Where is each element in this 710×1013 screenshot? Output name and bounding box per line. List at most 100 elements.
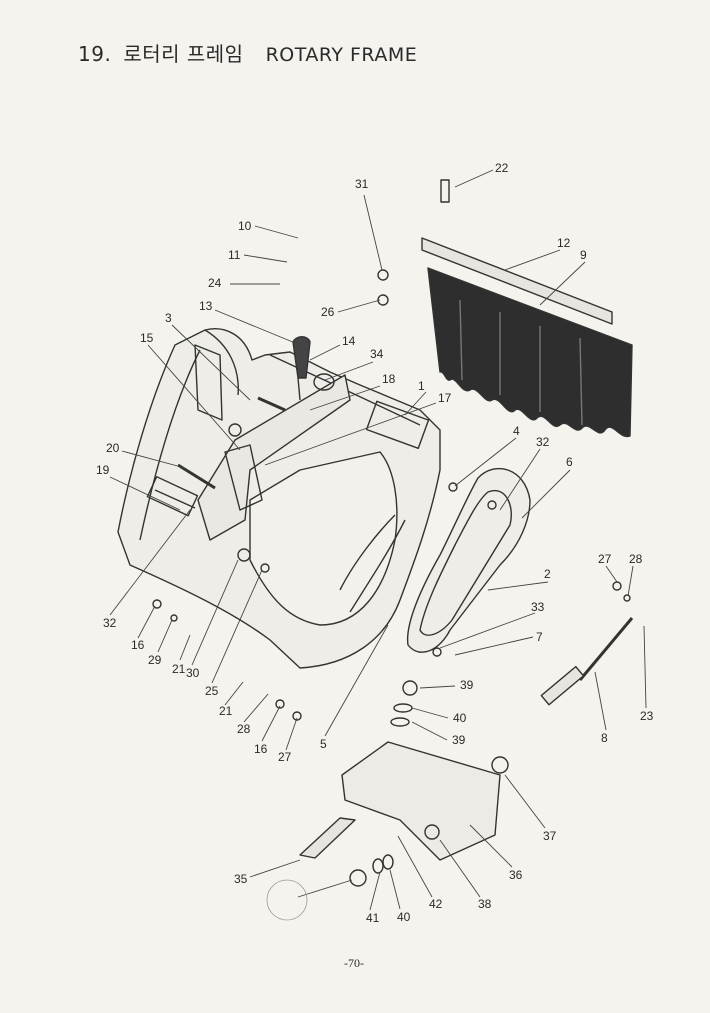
callout-3: 3 — [165, 311, 172, 325]
section-title-korean: 로터리 프레임 — [123, 42, 244, 66]
callout-14: 14 — [342, 334, 356, 348]
callout-labels: 1 2 3 4 5 6 7 8 9 10 11 12 13 14 15 16 1… — [96, 161, 654, 925]
callout-15: 15 — [140, 331, 154, 345]
leader-line — [179, 634, 191, 661]
callout-18: 18 — [382, 372, 396, 386]
leader-line — [499, 448, 541, 511]
rod-part — [540, 617, 634, 706]
leader-line — [243, 693, 269, 723]
leader-line — [254, 225, 299, 239]
section-number: 19. — [78, 42, 112, 66]
leader-line — [454, 636, 534, 656]
leader-line — [363, 194, 383, 271]
leader-line — [627, 565, 634, 597]
callout-27: 27 — [598, 552, 612, 566]
callout-29: 30 — [186, 666, 200, 680]
callout-32-right: 33 — [531, 600, 545, 614]
callout-37: 38 — [478, 897, 492, 911]
leader-line — [121, 450, 186, 469]
callout-2: 2 — [544, 567, 551, 581]
callout-28-lower: 28 — [237, 722, 251, 736]
callout-9: 9 — [580, 248, 587, 262]
leader-line — [214, 309, 301, 346]
hitch-bracket-part — [146, 374, 351, 573]
callout-19: 19 — [96, 463, 110, 477]
leader-line — [249, 859, 301, 878]
callout-20: 20 — [106, 441, 120, 455]
leader-line — [389, 869, 401, 910]
leader-line — [539, 261, 586, 306]
leader-line — [309, 385, 381, 411]
callout-26: 26 — [321, 305, 335, 319]
leader-line — [285, 717, 298, 751]
callout-40: 40 — [453, 711, 467, 725]
leader-line — [504, 249, 561, 271]
lever-part — [292, 336, 335, 401]
callout-1: 1 — [418, 379, 425, 393]
callout-7: 7 — [536, 630, 543, 644]
callout-38: 39 — [460, 678, 474, 692]
callout-4: 4 — [513, 424, 520, 438]
section-title: 19. 로터리 프레임 ROTARY FRAME — [78, 38, 417, 67]
callout-24: 24 — [208, 276, 222, 290]
leader-line — [504, 774, 546, 829]
callout-5: 5 — [320, 737, 327, 751]
leader-line — [369, 871, 381, 911]
callout-39-lower: 40 — [397, 910, 411, 924]
callout-28: 28 — [629, 552, 643, 566]
leader-line — [454, 437, 517, 487]
leader-line — [261, 705, 281, 742]
leader-line — [309, 344, 341, 361]
callout-22: 22 — [495, 161, 509, 175]
callout-12: 12 — [557, 236, 571, 250]
callout-23: 23 — [640, 709, 654, 723]
leader-line — [411, 721, 448, 741]
leader-line — [171, 324, 251, 401]
callout-28-left: 29 — [148, 653, 162, 667]
leader-line — [411, 707, 449, 719]
side-plate-part — [406, 468, 531, 657]
lower-bracket-part — [299, 741, 509, 861]
retainer-strip-part — [421, 237, 613, 325]
callout-13: 13 — [199, 299, 213, 313]
callout-21-lower: 21 — [219, 704, 233, 718]
leader-line — [397, 835, 433, 898]
leader-line — [439, 612, 536, 649]
leader-line — [487, 581, 549, 591]
callout-34: 35 — [234, 872, 248, 886]
leader-line — [454, 169, 494, 188]
leader-line — [264, 402, 437, 466]
section-title-english: ROTARY FRAME — [265, 44, 418, 66]
callout-6: 6 — [566, 455, 573, 469]
callout-36: 37 — [543, 829, 557, 843]
leader-lines — [109, 169, 647, 911]
leader-line — [109, 509, 191, 616]
leader-line — [521, 469, 571, 519]
callout-33: 34 — [370, 347, 384, 361]
leader-line — [191, 559, 239, 666]
leader-line — [297, 879, 353, 898]
leader-line — [324, 624, 389, 737]
leader-line — [605, 565, 618, 583]
callout-35: 36 — [509, 868, 523, 882]
leader-line — [594, 671, 607, 731]
callout-31: 32 — [536, 435, 550, 449]
callout-10: 10 — [238, 219, 252, 233]
leader-line — [419, 685, 456, 689]
callout-11: 11 — [228, 248, 241, 262]
rotary-cover-part — [117, 328, 441, 669]
leader-line — [439, 839, 481, 898]
leader-line — [157, 619, 173, 653]
page-number: -70- — [344, 956, 364, 970]
leader-line — [643, 625, 647, 709]
callout-39: 39 — [452, 733, 466, 747]
leader-line — [147, 344, 241, 451]
leader-line — [337, 299, 381, 313]
callout-16: 16 — [131, 638, 145, 652]
rubber-flap-part — [427, 267, 633, 438]
callout-41: 42 — [429, 897, 443, 911]
leader-line — [404, 391, 427, 416]
callout-25: 25 — [205, 684, 219, 698]
